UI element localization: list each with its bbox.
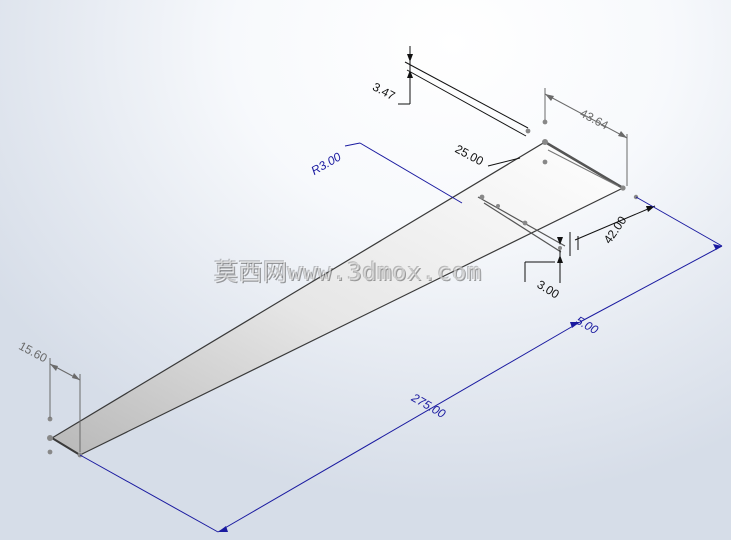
dimension-label: 5.00 xyxy=(573,313,601,337)
dimension-42-00[interactable]: 42.00 xyxy=(569,205,656,256)
slot-feature[interactable] xyxy=(477,194,566,253)
dimension-label: 43.64 xyxy=(578,106,611,133)
dimension-5-00[interactable]: 5.00 xyxy=(573,196,723,337)
dimension-275-00[interactable]: 275.00 xyxy=(79,321,581,533)
dimension-label: R3.00 xyxy=(309,149,344,177)
dimension-label: 3.47 xyxy=(370,80,397,103)
dimension-label: 25.00 xyxy=(453,142,486,169)
watermark-text: 莫西网www.3dmox.com xyxy=(214,258,482,286)
blade-body[interactable] xyxy=(50,140,625,456)
dimension-r3-00[interactable]: R3.00 xyxy=(309,142,463,204)
dimension-3-00[interactable]: 3.00 xyxy=(524,237,563,302)
dimension-label: 275.00 xyxy=(408,390,448,421)
dimension-label: 3.00 xyxy=(535,277,563,301)
dimension-label: 15.60 xyxy=(16,339,49,366)
dimension-3-47[interactable]: 3.47 xyxy=(370,46,529,137)
